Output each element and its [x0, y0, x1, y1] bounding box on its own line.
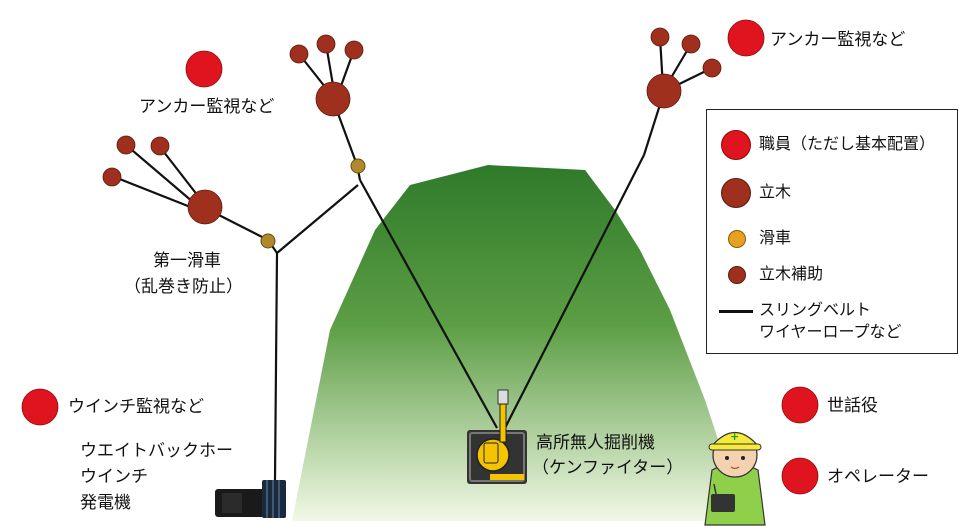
- staff-markers: [21, 19, 819, 495]
- brown-circle-icon: [721, 178, 751, 208]
- legend-tree-aux-label: 立木補助: [759, 264, 824, 283]
- label-first-pulley-note: （乱巻き防止）: [124, 277, 243, 297]
- label-equipment-2: ウインチ: [80, 467, 148, 487]
- label-equipment-1: ウエイトバックホー: [80, 441, 233, 461]
- legend-line-label-2: ワイヤーロープなど: [759, 322, 902, 341]
- label-caretaker: 世話役: [827, 396, 878, 416]
- tree-markers: [187, 73, 682, 225]
- label-anchor-top-left: アンカー監視など: [139, 97, 275, 117]
- tree-aux-markers: [102, 27, 722, 187]
- legend-tree-label: 立木: [759, 182, 792, 201]
- label-excavator-note: （ケンファイター）: [532, 458, 684, 478]
- orange-circle-icon: [728, 230, 746, 248]
- label-first-pulley: 第一滑車: [153, 251, 221, 271]
- worker-with-hardhat-icon: +: [704, 430, 766, 526]
- label-equipment-3: 発電機: [80, 493, 131, 513]
- legend: 職員（ただし基本配置） 立木 滑車 立木補助 スリングベルト ワイヤーロープなど: [706, 109, 958, 354]
- label-operator: オペレーター: [827, 467, 929, 487]
- winch-icon: [215, 480, 286, 518]
- svg-text:+: +: [730, 430, 739, 443]
- line-icon: [719, 310, 753, 313]
- excavator-icon: [467, 389, 527, 484]
- legend-line-label-1: スリングベルト: [759, 300, 872, 319]
- small-brown-circle-icon: [728, 266, 746, 284]
- label-anchor-top-right: アンカー監視など: [770, 30, 906, 50]
- legend-staff-label: 職員（ただし基本配置）: [759, 134, 936, 153]
- pulley-markers: [260, 158, 366, 249]
- red-circle-icon: [721, 130, 751, 160]
- label-winch-watch: ウインチ監視など: [68, 397, 204, 417]
- label-excavator: 高所無人掘削機: [536, 433, 655, 453]
- legend-pulley-label: 滑車: [759, 228, 792, 247]
- hill: [292, 165, 745, 521]
